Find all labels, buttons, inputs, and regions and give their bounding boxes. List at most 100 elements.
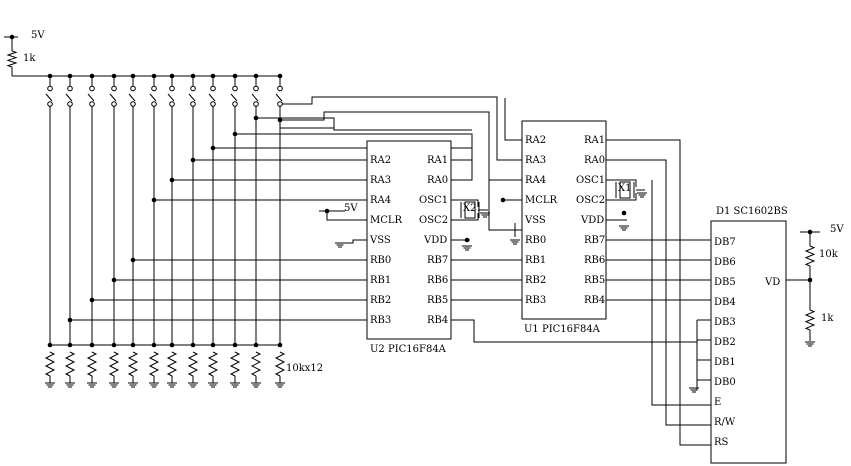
u2-mclr-supply-label: 5V	[344, 203, 358, 214]
wires	[4, 34, 820, 446]
ground-symbol	[637, 192, 647, 198]
switch-contact	[210, 85, 216, 92]
u1-pin-left: RB1	[525, 255, 546, 266]
junction-dot	[807, 277, 813, 283]
wire	[488, 180, 522, 231]
resistor	[804, 309, 816, 331]
u2-pin-left: RB3	[370, 315, 391, 326]
ground-symbol	[109, 382, 119, 388]
junction-dot	[621, 210, 627, 216]
switch-contact	[169, 101, 175, 107]
resistor	[148, 351, 160, 377]
switch-contact	[232, 101, 238, 107]
lcd-pin: DB6	[714, 257, 736, 268]
lcd-label: D1 SC1602BS	[716, 206, 788, 217]
resistor	[108, 351, 120, 377]
switch-contact	[89, 85, 95, 92]
ground-symbol	[128, 382, 138, 388]
ground-symbol	[805, 341, 815, 347]
crystal-body	[464, 201, 476, 219]
junction-dot	[169, 177, 175, 183]
junction-dot	[89, 297, 95, 303]
u1-pin-right: RB4	[584, 295, 605, 306]
u1-pin-right: RB7	[584, 235, 605, 246]
switch-contact	[277, 85, 283, 92]
switch-contact	[151, 101, 157, 107]
lcd-module-body	[710, 220, 787, 464]
lcd-divider-resistor-top-label: 10k	[819, 249, 839, 260]
switch-contact	[232, 85, 238, 92]
u2-pin-right: RB6	[427, 275, 448, 286]
ground-symbol	[275, 382, 285, 388]
resistor	[86, 351, 98, 377]
ground-symbol	[689, 387, 699, 393]
lcd-pin: DB5	[714, 277, 736, 288]
junction-dot	[210, 145, 216, 151]
ground-symbol	[208, 382, 218, 388]
resistor	[250, 351, 262, 377]
u2-pin-right: RA0	[427, 175, 448, 186]
lcd-pin: DB7	[714, 237, 736, 248]
lcd-supply-label: 5V	[830, 224, 844, 235]
ground-symbol	[335, 242, 345, 248]
pulldown-resistor-label: 10kx12	[286, 363, 323, 374]
crystal-body	[619, 181, 631, 199]
ground-symbol	[149, 382, 159, 388]
wire	[256, 117, 472, 131]
u2-pin-left: RA4	[370, 195, 391, 206]
u2-pin-labels-left: RA2 RA3 RA4 MCLR VSS RB0 RB1 RB2 RB3	[369, 155, 403, 326]
u2-pin-right: RB7	[427, 255, 448, 266]
u1-pin-right: RA1	[584, 135, 605, 146]
switch-contact	[169, 85, 175, 92]
ground-symbol	[167, 382, 177, 388]
wire	[340, 239, 367, 244]
resistor	[166, 351, 178, 377]
u1-pin-labels-right: RA1 RA0 OSC1 OSC2 VDD RB7 RB6 RB5 RB4	[576, 135, 605, 306]
u2-pin-left: RB1	[370, 275, 391, 286]
u1-pin-left: RA4	[525, 175, 546, 186]
crystal-plate	[460, 202, 480, 218]
u2-pin-right: RA1	[427, 155, 448, 166]
u2-pin-labels-right: RA1 RA0 OSC1 OSC2 VDD RB7 RB6 RB5 RB4	[419, 155, 448, 326]
ground-symbol	[230, 382, 240, 388]
lcd-vd-label: VD	[764, 277, 780, 288]
u1-pin-left: RB2	[525, 275, 546, 286]
u1-pin-labels-left: RA2 RA3 RA4 MCLR VSS RB0 RB1 RB2 RB3	[524, 135, 558, 306]
wire	[606, 193, 637, 201]
u2-pin-right: OSC1	[419, 195, 448, 206]
lcd-divider-resistor-bottom-label: 1k	[821, 313, 834, 324]
ground-symbol	[45, 382, 55, 388]
resistor	[274, 351, 286, 377]
switch-contact	[47, 101, 53, 107]
lcd-pin: DB4	[714, 297, 736, 308]
junction-dot	[464, 237, 470, 243]
wire	[606, 139, 711, 446]
ground-symbol	[462, 245, 472, 251]
lcd-pin: DB1	[714, 357, 736, 368]
resistor	[127, 351, 139, 377]
u2-pin-right: OSC2	[419, 215, 448, 226]
wire	[280, 111, 522, 181]
switch-contact	[190, 101, 196, 107]
u1-pin-left: RB0	[525, 235, 546, 246]
u1-chip-body	[521, 120, 607, 320]
lcd-pin: DB2	[714, 337, 736, 348]
ground-symbol	[619, 225, 629, 231]
switch-contact	[89, 101, 95, 107]
u2-pin-left: MCLR	[370, 215, 403, 226]
u2-crystal-label: X2	[463, 203, 476, 214]
switch-contact	[151, 85, 157, 92]
resistor	[6, 50, 18, 68]
resistor	[229, 351, 241, 377]
u1-pin-left: RA2	[525, 135, 546, 146]
u2-pin-right: VDD	[423, 235, 447, 246]
lcd-pin: E	[714, 397, 721, 408]
u1-pin-right: OSC1	[576, 175, 605, 186]
switch-contact	[130, 85, 136, 92]
switch-contact	[67, 85, 73, 92]
lcd-pin: DB3	[714, 317, 736, 328]
u2-chip-label: U2 PIC16F84A	[370, 344, 447, 355]
switch-contact	[253, 101, 259, 107]
lcd-pin: R/W	[714, 417, 736, 428]
